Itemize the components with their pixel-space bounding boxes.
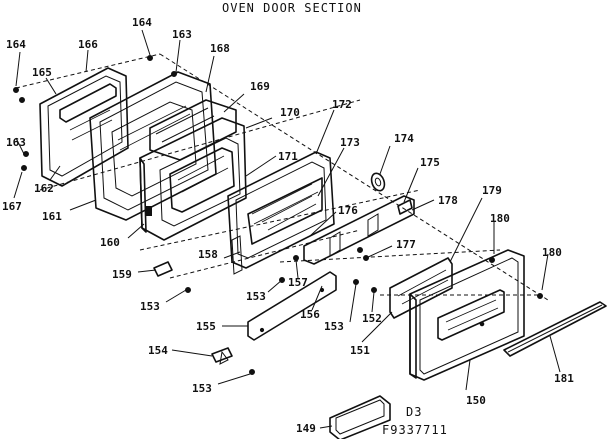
label-176: 176 xyxy=(338,204,358,217)
clip-175 xyxy=(397,199,413,215)
label-181: 181 xyxy=(554,372,574,385)
middle-panel-172 xyxy=(227,151,335,275)
label-156: 156 xyxy=(300,308,320,321)
inner-door-box-160 xyxy=(139,117,247,241)
label-178: 178 xyxy=(438,194,458,207)
diagram-title: OVEN DOOR SECTION xyxy=(222,1,362,15)
label-180: 180 xyxy=(490,212,510,225)
label-165: 165 xyxy=(32,66,52,79)
trim-strip-181 xyxy=(503,301,607,357)
glass-plate-173 xyxy=(247,177,323,245)
label-170: 170 xyxy=(280,106,300,119)
label-153: 153 xyxy=(246,290,266,303)
label-151: 151 xyxy=(350,344,370,357)
label-163: 163 xyxy=(6,136,26,149)
label-163: 163 xyxy=(172,28,192,41)
hinge-154 xyxy=(211,347,233,365)
label-164: 164 xyxy=(6,38,26,51)
door-glass-149 xyxy=(329,395,391,439)
callout-labels: 164 164 163 166 165 168 169 170 171 172 … xyxy=(2,16,574,435)
diagram-part-number: F9337711 xyxy=(382,423,448,437)
screws xyxy=(13,55,543,375)
assembly-axis-lines xyxy=(15,53,549,301)
label-174: 174 xyxy=(394,132,414,145)
label-162: 162 xyxy=(34,182,54,195)
label-153: 153 xyxy=(140,300,160,313)
label-177: 177 xyxy=(396,238,416,251)
label-167: 167 xyxy=(2,200,22,213)
label-173: 173 xyxy=(340,136,360,149)
label-160: 160 xyxy=(100,236,120,249)
label-153: 153 xyxy=(324,320,344,333)
label-180: 180 xyxy=(542,246,562,259)
glass-pack-168 xyxy=(149,99,237,161)
label-164: 164 xyxy=(132,16,152,29)
glass-179 xyxy=(389,257,453,319)
label-171: 171 xyxy=(278,150,298,163)
label-166: 166 xyxy=(78,38,98,51)
label-152: 152 xyxy=(362,312,382,325)
label-159: 159 xyxy=(112,268,132,281)
label-169: 169 xyxy=(250,80,270,93)
leader-lines xyxy=(13,29,561,429)
label-157: 157 xyxy=(288,276,308,289)
label-153: 153 xyxy=(192,382,212,395)
label-161: 161 xyxy=(42,210,62,223)
label-158: 158 xyxy=(198,248,218,261)
bumper-174 xyxy=(370,172,386,192)
label-179: 179 xyxy=(482,184,502,197)
label-149: 149 xyxy=(296,422,316,435)
hinge-channel-176 xyxy=(303,195,415,265)
label-155: 155 xyxy=(196,320,216,333)
front-door-panel-150 xyxy=(409,249,525,381)
label-150: 150 xyxy=(466,394,486,407)
label-154: 154 xyxy=(148,344,168,357)
label-172: 172 xyxy=(332,98,352,111)
diagram-code: D3 xyxy=(406,405,422,419)
label-175: 175 xyxy=(420,156,440,169)
rear-panel-165 xyxy=(39,67,129,187)
label-168: 168 xyxy=(210,42,230,55)
hinge-159 xyxy=(153,261,173,277)
